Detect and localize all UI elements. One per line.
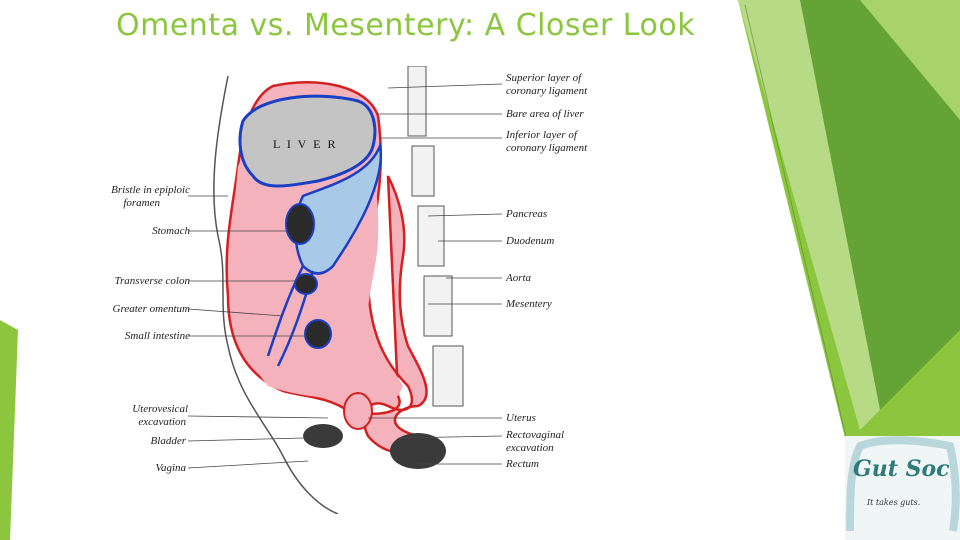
label-inferior-layer: Inferior layer of [505, 129, 579, 141]
label-greater-omentum: Greater omentum [113, 303, 191, 315]
stomach [285, 203, 315, 245]
label-superior-layer: Superior layer of [506, 72, 583, 84]
rectum [390, 433, 446, 469]
label-uterovesical-excavation: excavation [138, 416, 186, 428]
transverse-colon [294, 273, 318, 295]
label-rectum: Rectum [505, 458, 539, 470]
peritoneum-diagram: L I V E R [68, 65, 728, 515]
body-outline [213, 75, 339, 515]
label-foramen: foramen [123, 197, 160, 209]
liver [238, 94, 377, 188]
gut-soc-logo: Gut Soc It takes guts. [845, 436, 960, 540]
label-bare-area: Bare area of liver [506, 108, 584, 120]
label-stomach: Stomach [152, 225, 190, 237]
liver-label: L I V E R [273, 137, 337, 151]
label-coronary-ligament-2: coronary ligament [506, 142, 588, 154]
label-rectovaginal-excavation: excavation [506, 442, 554, 454]
bladder [303, 424, 343, 448]
label-pancreas: Pancreas [505, 208, 547, 220]
label-uterovesical: Uterovesical [132, 403, 188, 415]
logo-name: Gut Soc [853, 456, 950, 482]
lesser-sac [294, 141, 383, 275]
label-aorta: Aorta [505, 272, 532, 284]
label-bristle: Bristle in epiploic [111, 184, 190, 196]
uterus [343, 392, 373, 430]
label-mesentery: Mesentery [505, 298, 552, 310]
small-intestine [304, 319, 332, 349]
label-uterus: Uterus [506, 412, 536, 424]
label-bladder: Bladder [151, 435, 187, 447]
spine [407, 65, 464, 407]
label-small-intestine: Small intestine [125, 330, 190, 342]
logo-tagline: It takes guts. [867, 498, 921, 507]
label-rectovaginal: Rectovaginal [505, 429, 564, 441]
label-transverse-colon: Transverse colon [115, 275, 191, 287]
label-vagina: Vagina [155, 462, 186, 474]
label-duodenum: Duodenum [505, 235, 554, 247]
slide-title: Omenta vs. Mesentery: A Closer Look [116, 8, 696, 43]
label-coronary-ligament-1: coronary ligament [506, 85, 588, 97]
